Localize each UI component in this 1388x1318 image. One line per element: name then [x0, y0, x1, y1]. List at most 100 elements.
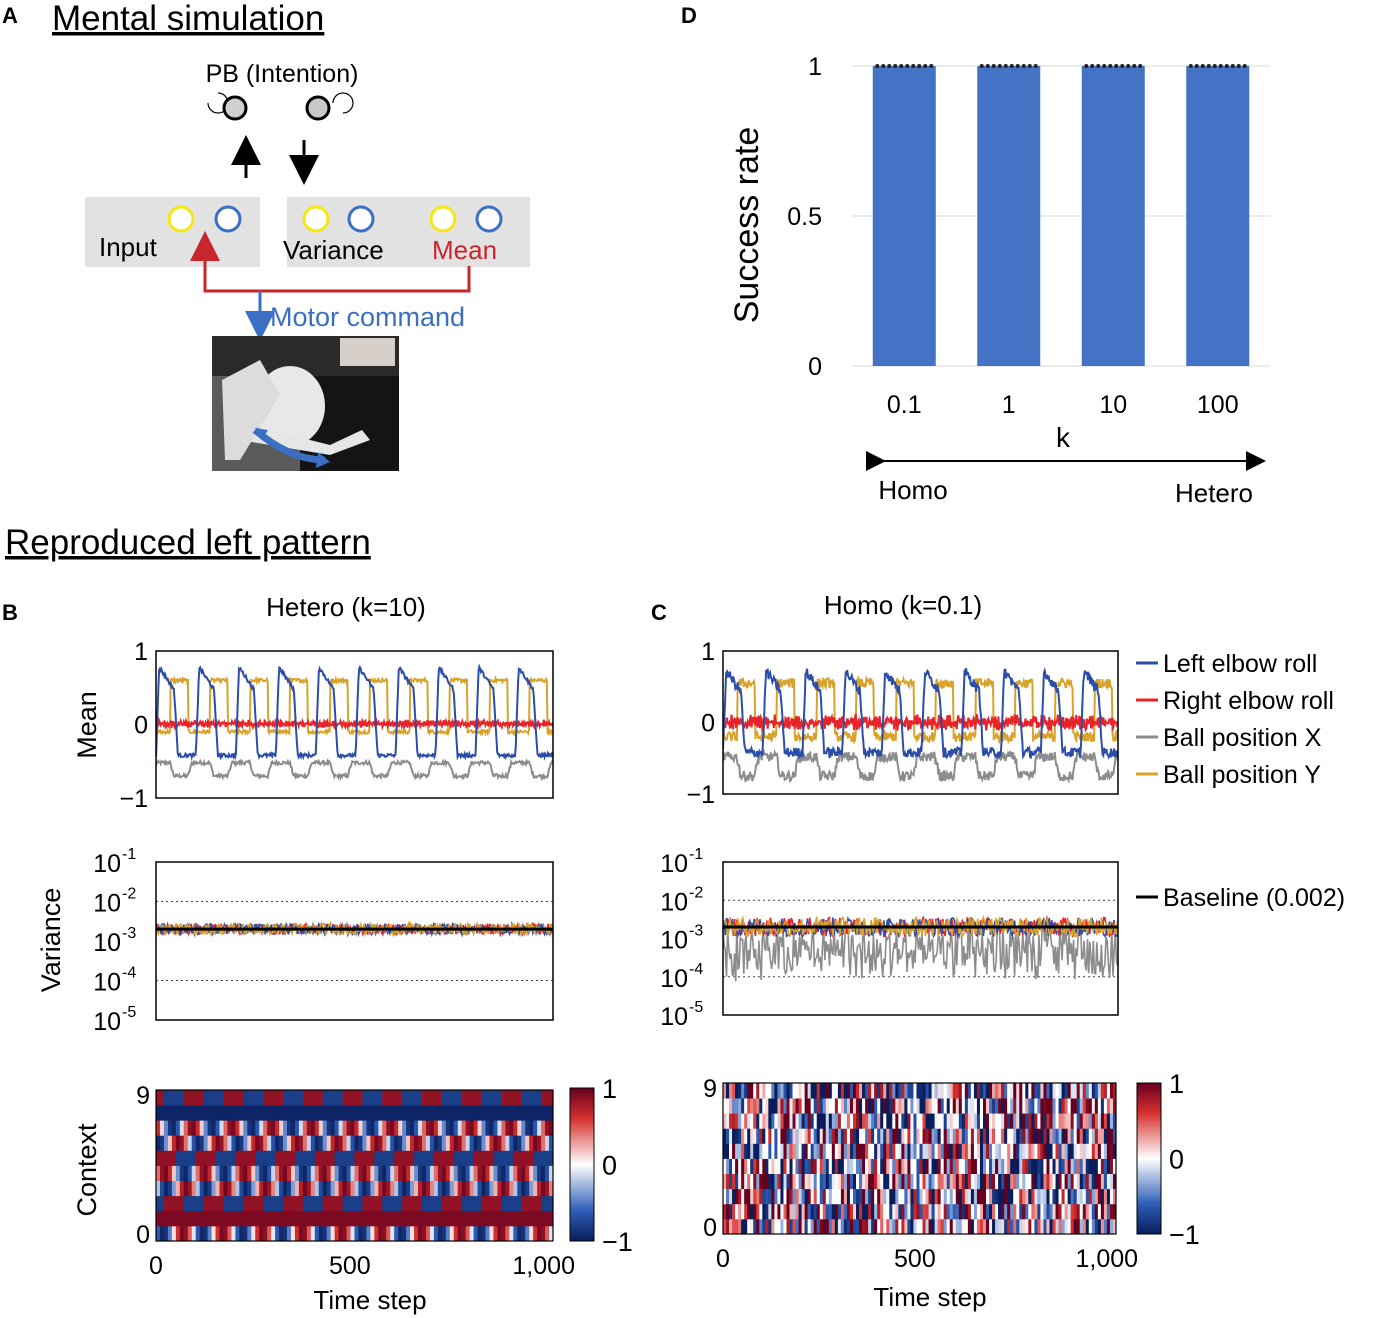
heat-cell	[187, 1090, 193, 1106]
heat-cell	[163, 1090, 169, 1106]
heat-cell	[382, 1120, 387, 1136]
heat-cell	[171, 1135, 177, 1151]
heat-cell	[1010, 1143, 1014, 1159]
heat-cell	[738, 1188, 742, 1205]
d-trial-dot	[875, 64, 880, 68]
heat-cell	[880, 1203, 884, 1220]
heat-cell	[255, 1150, 260, 1166]
heat-cell	[982, 1143, 987, 1159]
heat-cell	[747, 1113, 751, 1129]
heat-cell	[338, 1195, 343, 1212]
heat-cell	[525, 1150, 530, 1166]
heat-cell	[937, 1113, 942, 1129]
heat-cell	[834, 1188, 839, 1205]
heat-cell	[501, 1165, 506, 1181]
heat-cell	[338, 1225, 343, 1242]
heat-cell	[868, 1128, 872, 1144]
heat-cell	[243, 1105, 248, 1121]
heat-cell	[874, 1083, 878, 1099]
heat-cell	[765, 1113, 769, 1129]
heat-cell	[1106, 1083, 1111, 1099]
var-ytick-label: 10	[93, 850, 121, 878]
heat-cell	[259, 1135, 264, 1151]
heat-cell	[1007, 1128, 1011, 1144]
heat-cell	[1076, 1203, 1081, 1220]
heat-cell	[338, 1210, 343, 1227]
heat-cell	[354, 1180, 359, 1197]
heat-cell	[350, 1150, 355, 1166]
heat-cell	[251, 1120, 256, 1136]
heat-cell	[995, 1158, 999, 1174]
heat-cell	[919, 1083, 923, 1099]
input-label: Input	[99, 232, 158, 262]
heat-cell	[497, 1120, 502, 1136]
heat-cell	[310, 1090, 316, 1106]
heat-cell	[1067, 1218, 1072, 1235]
heat-cell	[895, 1098, 899, 1114]
heat-cell	[726, 1218, 730, 1235]
heat-cell	[521, 1090, 526, 1106]
heat-cell	[1085, 1083, 1090, 1099]
heat-cell	[813, 1143, 818, 1159]
heat-cell	[223, 1165, 228, 1181]
heat-cell	[370, 1090, 375, 1106]
heat-cell	[485, 1150, 490, 1166]
heat-cell	[759, 1188, 763, 1205]
heat-cell	[334, 1210, 340, 1227]
heat-cell	[318, 1090, 324, 1106]
heat-cell	[774, 1158, 778, 1174]
heat-cell	[382, 1105, 387, 1121]
heat-cell	[545, 1135, 550, 1151]
heat-cell	[982, 1158, 987, 1174]
heat-cell	[1031, 1203, 1035, 1220]
heat-cell	[183, 1180, 189, 1197]
heat-cell	[1058, 1188, 1062, 1205]
heat-cell	[774, 1218, 778, 1235]
heat-cell	[976, 1203, 981, 1220]
heat-xtick-label: 500	[894, 1245, 936, 1273]
input-node-blue	[214, 205, 242, 233]
heat-cell	[338, 1165, 343, 1181]
heat-cell	[840, 1203, 845, 1220]
heat-cell	[298, 1195, 304, 1212]
heat-cell	[521, 1105, 526, 1121]
heat-cell	[1112, 1158, 1117, 1174]
heat-cell	[223, 1195, 228, 1212]
heat-cell	[1025, 1203, 1029, 1220]
heat-cell	[843, 1203, 848, 1220]
heat-cell	[1028, 1203, 1032, 1220]
heat-cell	[402, 1150, 407, 1166]
heat-cell	[1007, 1113, 1011, 1129]
heat-cell	[868, 1098, 872, 1114]
heat-cell	[243, 1225, 248, 1242]
heat-cell	[306, 1165, 312, 1181]
heat-cell	[819, 1188, 824, 1205]
heat-cell	[723, 1128, 727, 1144]
heat-cell	[1103, 1098, 1108, 1114]
heat-cell	[970, 1098, 975, 1114]
heat-cell	[418, 1165, 423, 1181]
heat-cell	[1025, 1173, 1029, 1190]
heat-cell	[765, 1203, 769, 1220]
d-xtick-label: 1	[1002, 391, 1016, 419]
heat-cell	[485, 1105, 490, 1121]
heat-cell	[1019, 1128, 1023, 1144]
colorbar-tick-label: −1	[1169, 1220, 1200, 1250]
d-trial-dot	[1212, 64, 1217, 68]
heat-cell	[922, 1083, 926, 1099]
heat-cell	[907, 1218, 911, 1235]
heat-cell	[1004, 1113, 1008, 1129]
heat-cell	[287, 1105, 292, 1121]
heat-cell	[989, 1128, 993, 1144]
heat-cell	[171, 1150, 177, 1166]
heat-cell	[883, 1218, 887, 1235]
heat-cell	[931, 1143, 936, 1159]
heat-cell	[1064, 1173, 1069, 1190]
heat-cell	[398, 1120, 403, 1136]
heat-cell	[251, 1165, 256, 1181]
heat-cell	[925, 1188, 929, 1205]
heat-cell	[290, 1105, 296, 1121]
heat-cell	[992, 1218, 996, 1235]
heat-cell	[489, 1090, 494, 1106]
heat-cell	[453, 1150, 459, 1166]
